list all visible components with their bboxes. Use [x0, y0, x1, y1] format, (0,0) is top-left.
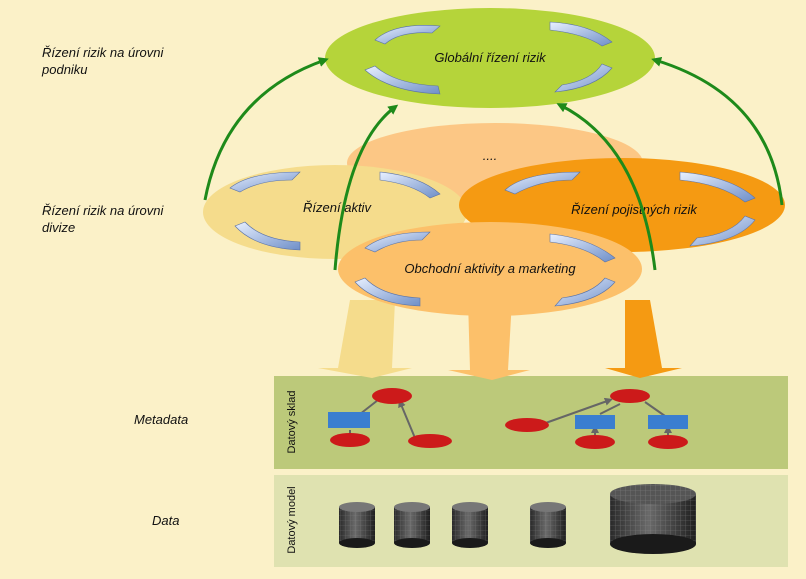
- funnel-assets: [318, 300, 412, 378]
- process-assets-label: Řízení aktiv: [303, 200, 372, 215]
- cycle-arrows-business: [354, 231, 616, 307]
- metadata-tree-right: [505, 389, 688, 449]
- warehouse-label: Datový sklad: [286, 391, 298, 454]
- cycle-arrows-assets: [229, 171, 441, 251]
- process-business-ellipse: [338, 222, 642, 316]
- process-more-label: ....: [483, 148, 497, 163]
- database-icon: [394, 502, 430, 548]
- funnel-business: [448, 300, 530, 380]
- escalation-arrows: [203, 56, 784, 271]
- process-insurance-label: Řízení pojistných rizik: [571, 202, 698, 217]
- label-division-level: Řízení rizik na úrovni divize: [42, 203, 164, 235]
- label-metadata: Metadata: [134, 412, 189, 427]
- database-icon: [339, 502, 375, 548]
- cycle-arrows-insurance: [504, 171, 756, 247]
- process-global-label: Globální řízení rizik: [434, 50, 547, 65]
- label-enterprise-level: Řízení rizik na úrovni podniku: [42, 45, 164, 77]
- funnel-insurance: [605, 300, 682, 378]
- process-business-label: Obchodní aktivity a marketing: [404, 261, 576, 276]
- metadata-tree-left: [328, 388, 452, 448]
- cycle-arrows-global: [364, 21, 613, 95]
- label-data: Data: [152, 513, 180, 528]
- datamodel-label: Datový model: [286, 486, 298, 553]
- database-icon: [530, 502, 566, 548]
- large-database-icon: [610, 484, 696, 554]
- data-cylinders: [339, 484, 696, 554]
- database-icon: [452, 502, 488, 548]
